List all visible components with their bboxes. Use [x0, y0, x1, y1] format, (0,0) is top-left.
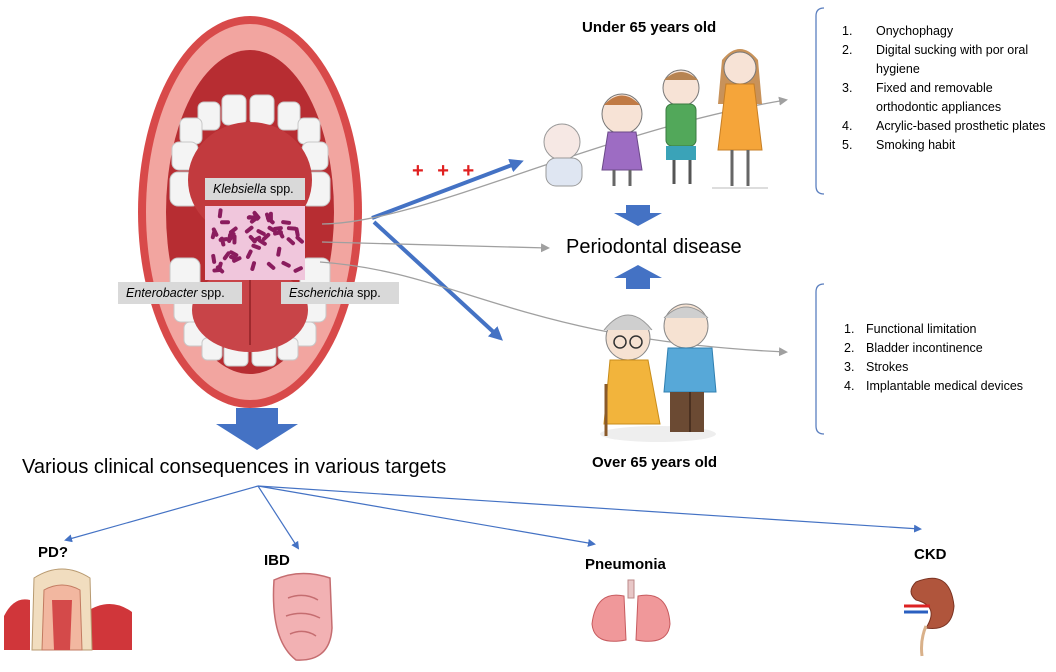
bracket-under65 — [815, 7, 825, 195]
bacterium-rod — [250, 261, 257, 271]
kidney-icon — [904, 577, 955, 657]
up-block-arrow — [614, 265, 662, 289]
bacterium-rod — [219, 236, 226, 247]
bacterium-rod — [286, 237, 296, 246]
under65-title: Under 65 years old — [582, 19, 717, 36]
bacterium-rod — [266, 261, 276, 270]
bacterium-rod — [217, 208, 223, 219]
periodontal-disease-label: Periodontal disease — [566, 236, 742, 258]
bacterium-rod — [232, 256, 242, 263]
plus-signs: + + + — [412, 160, 479, 182]
children-illustration — [543, 49, 763, 187]
gray-arrow-over65-list — [319, 261, 788, 357]
tooth-icon — [4, 568, 132, 651]
list-item: 5.Smoking habit — [842, 138, 956, 152]
bacterium-rod — [272, 226, 283, 231]
bacterium-rod — [252, 211, 260, 221]
bacterium-rod — [248, 234, 257, 244]
target-label-pneumonia: Pneumonia — [585, 556, 666, 573]
bacterium-rod — [261, 232, 271, 241]
klebsiella-label: Klebsiella spp. — [205, 178, 305, 200]
bracket-over65 — [815, 283, 825, 435]
arrow-to-under65 — [371, 158, 524, 220]
list-item: 4.Implantable medical devices — [844, 379, 1024, 393]
gray-arrow-periodontal — [321, 241, 550, 253]
elderly-couple-illustration — [600, 303, 717, 442]
bacterium-rod — [210, 229, 217, 240]
target-label-pd: PD? — [38, 544, 68, 561]
bacterium-rod — [251, 243, 262, 250]
bacterium-rod — [293, 266, 303, 273]
down-block-arrow — [614, 205, 662, 226]
bacterium-rod — [211, 253, 217, 264]
target-arrows — [64, 485, 922, 550]
target-label-ibd: IBD — [264, 552, 290, 569]
over65-title: Over 65 years old — [592, 454, 718, 471]
bacterium-rod — [265, 212, 271, 223]
mouth-down-block-arrow — [216, 408, 298, 450]
bacterium-rod — [276, 246, 282, 257]
intestine-icon — [272, 572, 333, 661]
bacteria-micrograph — [205, 206, 305, 280]
bacterium-rod — [244, 225, 254, 234]
bacterium-rod — [281, 260, 291, 268]
consequences-title: Various clinical consequences in various… — [22, 456, 447, 478]
list-item: 3.Strokes — [844, 360, 909, 374]
list-item: 2.Digital sucking with por oral hygiene — [842, 43, 1029, 76]
list-item: 1.Functional limitation — [844, 322, 977, 336]
bacterium-rod — [220, 220, 230, 225]
enterobacter-label: Enterobacter spp. — [118, 282, 242, 304]
bacterium-rod — [295, 235, 304, 244]
bacterium-rod — [228, 226, 238, 235]
bacterium-rod — [281, 220, 292, 225]
list-item: 3.Fixed and removable orthodontic applia… — [842, 81, 1002, 114]
target-label-ckd: CKD — [914, 546, 947, 563]
under65-list: 1.Onychophagy 2.Digital sucking with por… — [842, 22, 1054, 155]
bacterium-rod — [257, 238, 267, 246]
bacterium-rod — [256, 229, 266, 236]
gray-arrow-under65-list — [321, 96, 788, 225]
bacterium-rod — [229, 250, 239, 258]
bacterium-rod — [273, 230, 283, 236]
bacterium-rod — [222, 251, 231, 261]
bacterium-rod — [286, 226, 297, 231]
escherichia-label: Escherichia spp. — [281, 282, 399, 304]
bacterium-rod — [215, 265, 225, 274]
bacterium-rod — [267, 225, 277, 233]
lungs-icon — [591, 579, 671, 642]
bacterium-rod — [228, 231, 236, 241]
list-item: 1.Onychophagy — [842, 24, 954, 38]
bacterium-rod — [245, 249, 253, 259]
over65-list: 1.Functional limitation 2.Bladder incont… — [844, 320, 1054, 396]
list-item: 2.Bladder incontinence — [844, 341, 983, 355]
list-item: 4.Acrylic-based prosthetic plates — [842, 119, 1046, 133]
arrow-to-over65 — [372, 220, 503, 341]
